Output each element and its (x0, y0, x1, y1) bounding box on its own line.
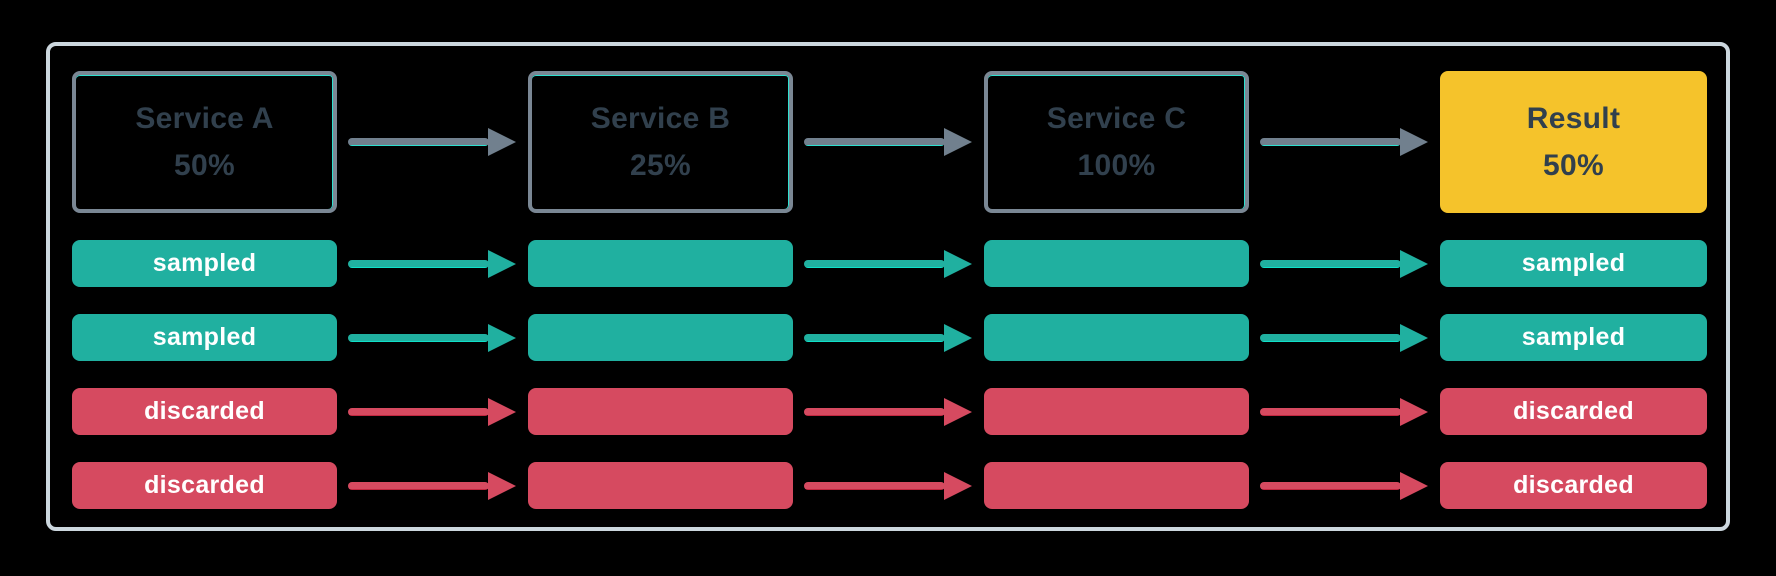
arrow-shaft (1260, 333, 1401, 342)
arrow-shaft (804, 259, 945, 268)
trace-1-arrow-c-result (1260, 249, 1428, 278)
trace-1-arrow-b-c (804, 249, 972, 278)
trace-bar-3-service-a: discarded (72, 388, 337, 435)
arrow-shaft (804, 407, 945, 416)
arrow-head-icon (1400, 249, 1428, 278)
gap-a-b (337, 71, 528, 213)
trace-bar-3-service-b (528, 388, 793, 435)
trace-2-arrow-c-result (1260, 323, 1428, 352)
arrow-head-icon (944, 397, 972, 426)
arrow-shaft (348, 259, 489, 268)
arrow-shaft (348, 481, 489, 490)
trace-4-arrow-a-b (348, 471, 516, 500)
trace-bar-1-result: sampled (1440, 240, 1707, 287)
trace-bar-2-service-c (984, 314, 1249, 361)
arrow-head-icon (944, 471, 972, 500)
trace-bar-3-service-c (984, 388, 1249, 435)
arrow-shaft (348, 407, 489, 416)
trace-3-arrow-b-c (804, 397, 972, 426)
trace-4-arrow-b-c (804, 471, 972, 500)
arrow-head-icon (488, 323, 516, 352)
arrow-shaft (804, 333, 945, 342)
arrow-head-icon (1400, 323, 1428, 352)
arrow-shaft (348, 333, 489, 342)
arrow-shaft (348, 138, 489, 146)
service-b-box: Service B 25% (528, 71, 793, 213)
diagram-frame: Service A 50% Service B 25% Service C 10… (46, 42, 1730, 531)
arrow-service-b-to-c (804, 128, 972, 156)
arrow-head-icon (1400, 397, 1428, 426)
service-a-rate: 50% (174, 148, 235, 182)
trace-bar-1-service-a: sampled (72, 240, 337, 287)
service-b-rate: 25% (630, 148, 691, 182)
arrow-head-icon (488, 471, 516, 500)
trace-bar-1-service-b (528, 240, 793, 287)
arrow-head-icon (944, 128, 972, 156)
result-name: Result (1526, 101, 1621, 135)
result-rate: 50% (1543, 148, 1604, 182)
arrow-shaft (1260, 407, 1401, 416)
service-a-name: Service A (135, 101, 274, 135)
arrow-head-icon (944, 249, 972, 278)
trace-bar-label: discarded (1513, 471, 1634, 499)
arrow-head-icon (1400, 471, 1428, 500)
trace-bar-4-service-c (984, 462, 1249, 509)
arrow-shaft (1260, 481, 1401, 490)
trace-1-arrow-a-b (348, 249, 516, 278)
arrow-shaft (804, 138, 945, 146)
trace-bar-1-service-c (984, 240, 1249, 287)
arrow-head-icon (944, 323, 972, 352)
trace-3-arrow-c-result (1260, 397, 1428, 426)
arrow-shaft (1260, 259, 1401, 268)
trace-bar-label: discarded (144, 471, 265, 499)
result-box: Result 50% (1440, 71, 1707, 213)
trace-bar-4-result: discarded (1440, 462, 1707, 509)
gap-b-c (793, 71, 984, 213)
trace-bar-3-result: discarded (1440, 388, 1707, 435)
arrow-shaft (804, 481, 945, 490)
trace-bar-4-service-a: discarded (72, 462, 337, 509)
service-c-box: Service C 100% (984, 71, 1249, 213)
service-a-box: Service A 50% (72, 71, 337, 213)
trace-bar-label: sampled (1521, 249, 1626, 277)
arrow-head-icon (488, 397, 516, 426)
trace-bar-label: sampled (152, 323, 257, 351)
trace-bar-label: discarded (1513, 397, 1634, 425)
trace-bar-label: sampled (152, 249, 257, 277)
service-c-rate: 100% (1077, 148, 1156, 182)
trace-3-arrow-a-b (348, 397, 516, 426)
trace-bar-4-service-b (528, 462, 793, 509)
arrow-head-icon (1400, 128, 1428, 156)
arrow-service-c-to-result (1260, 128, 1428, 156)
service-c-name: Service C (1046, 101, 1187, 135)
trace-4-arrow-c-result (1260, 471, 1428, 500)
trace-bar-2-service-b (528, 314, 793, 361)
trace-bar-2-service-a: sampled (72, 314, 337, 361)
arrow-head-icon (488, 249, 516, 278)
arrow-shaft (1260, 138, 1401, 146)
gap-c-result (1249, 71, 1440, 213)
arrow-service-a-to-b (348, 128, 516, 156)
trace-2-arrow-b-c (804, 323, 972, 352)
trace-bar-2-result: sampled (1440, 314, 1707, 361)
trace-2-arrow-a-b (348, 323, 516, 352)
trace-bar-label: discarded (144, 397, 265, 425)
arrow-head-icon (488, 128, 516, 156)
trace-bar-label: sampled (1521, 323, 1626, 351)
service-b-name: Service B (590, 101, 731, 135)
